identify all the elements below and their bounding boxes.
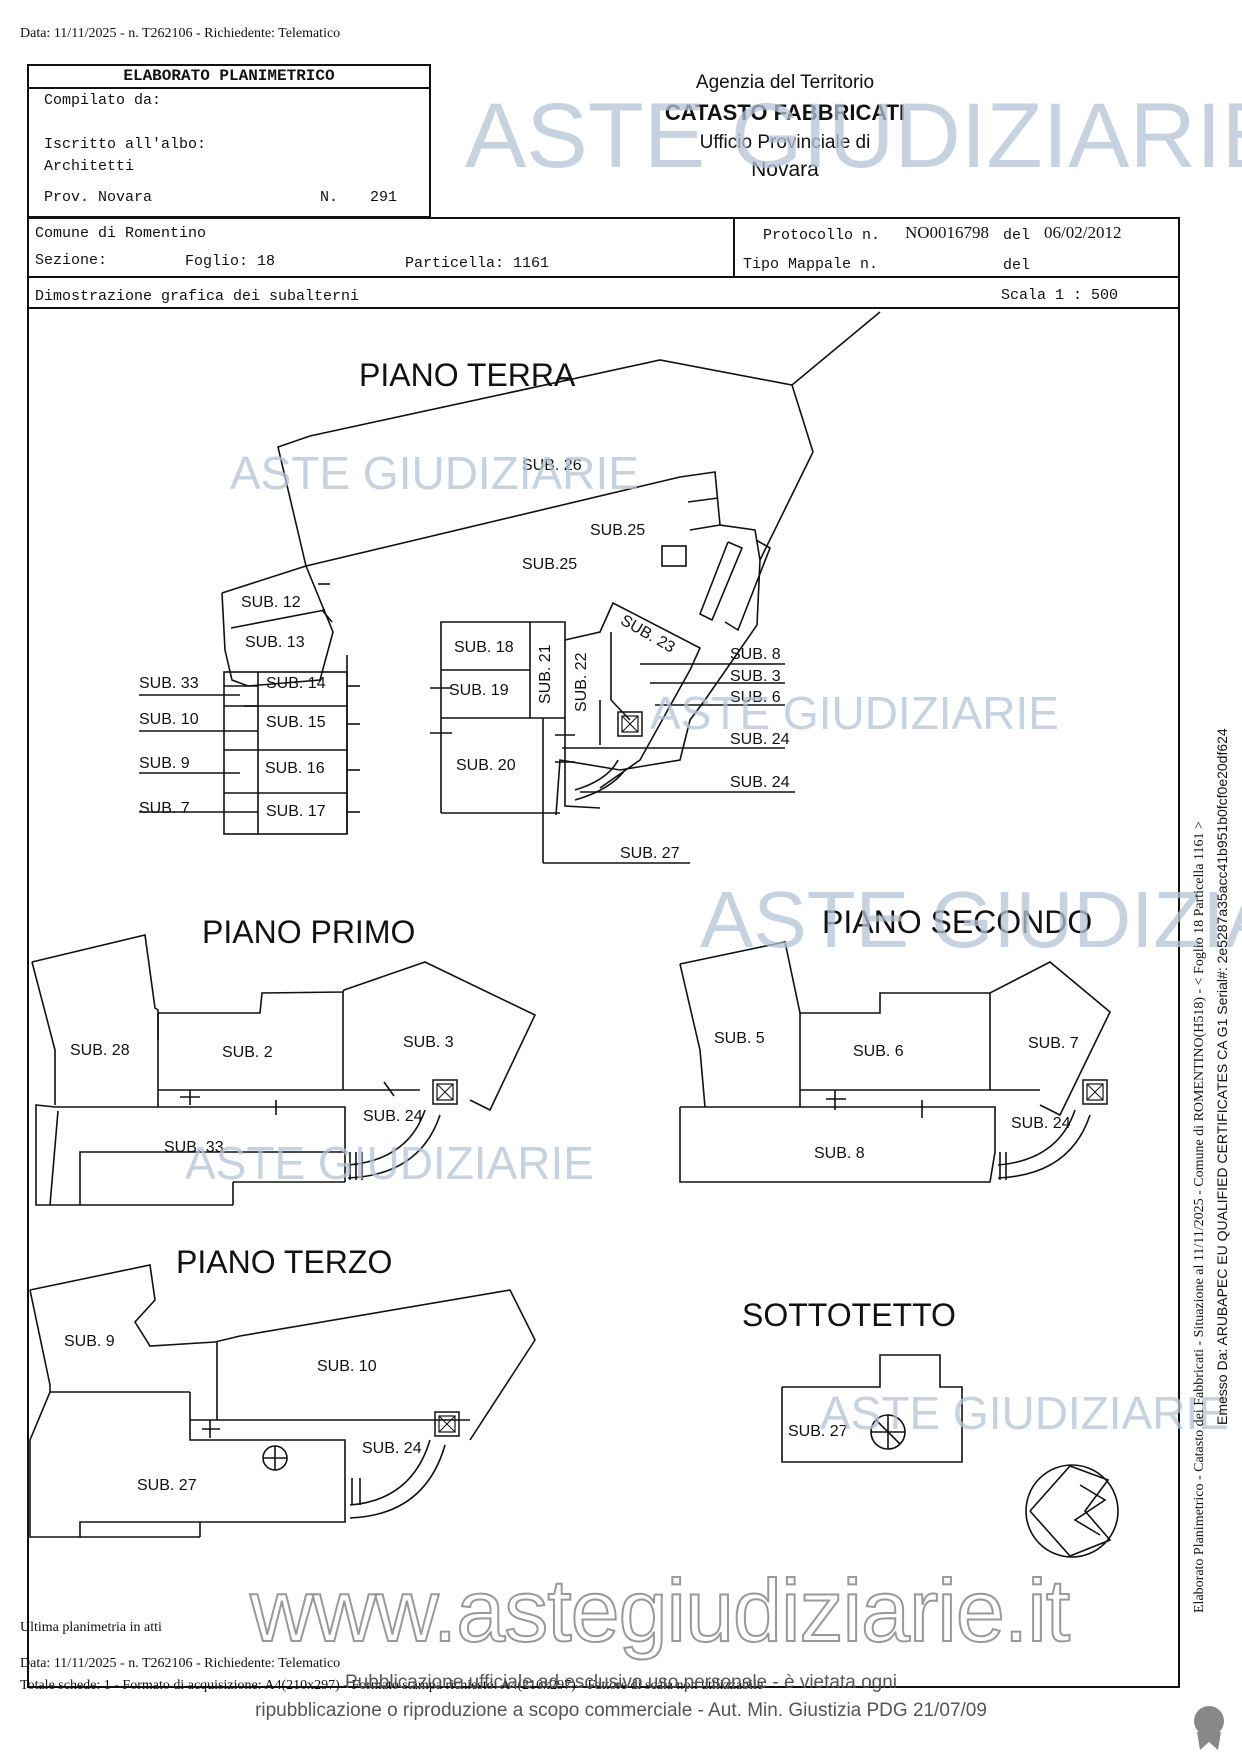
sub-label: SUB. 3 [730,668,781,685]
iscritto-label: Iscritto all'albo: [44,136,207,153]
sub-label: SUB. 9 [64,1333,115,1350]
n-label: N. [320,189,339,206]
sottotetto-title: SOTTOTETTO [742,1297,956,1333]
divider [27,87,431,89]
protocollo-label: Protocollo n. [763,227,881,244]
sub-label: SUB. 6 [730,689,781,706]
divider [27,276,1180,278]
foglio-value: Foglio: 18 [185,253,276,270]
agency-line1: Agenzia del Territorio [695,72,875,93]
agency-line4: Novara [751,158,819,181]
sub-label: SUB. 10 [139,711,199,728]
sub-label: SUB. 24 [363,1108,423,1125]
footer-totale: Totale schede: 1 - Formato di acquisizio… [20,1678,764,1693]
piano-primo-title: PIANO PRIMO [202,914,416,950]
n-value: 291 [370,189,398,206]
sub-label: SUB. 33 [164,1139,224,1156]
watermark-logo: ASTE GIUDIZIARIE [650,687,1059,739]
piano-secondo-title: PIANO SECONDO [822,904,1093,940]
sub-label: SUB. 27 [620,845,680,862]
sub-label: SUB. 22 [573,652,590,712]
watermark-logo: ASTE GIUDIZIARIE [700,875,1242,964]
sub-label: SUB.25 [522,556,578,573]
side-text-1: Elaborato Planimetrico - Catasto dei Fab… [1192,821,1207,1613]
elaborato-title: ELABORATO PLANIMETRICO [123,67,335,85]
sub-label: SUB. 15 [266,714,326,731]
protocollo-value: NO0016798 [905,223,990,242]
piano-terzo-title: PIANO TERZO [176,1244,393,1280]
agency-line3: Ufficio Provinciale di [699,132,871,153]
sub-label: SUB. 3 [403,1034,454,1051]
sub-label: SUB. 9 [139,755,190,772]
sub-label: SUB. 19 [449,682,509,699]
watermark-logo: ASTE GIUDIZIARIE [465,85,1242,187]
footer-pub-2: ripubblicazione o riproduzione a scopo c… [255,1700,987,1721]
sub-label: SUB. 26 [522,457,582,474]
side-text-2: Emesso Da: ARUBAPEC EU QUALIFIED CERTIFI… [1214,728,1230,1425]
sub-label: SUB. 7 [1028,1035,1079,1052]
sub-label: SUB. 24 [730,774,790,791]
dimostrazione-label: Dimostrazione grafica dei subalterni [35,288,360,305]
sub-label: SUB. 33 [139,675,199,692]
piano-terra-plan [139,311,881,864]
sub-label: SUB. 7 [139,800,190,817]
albo-value: Architetti [44,158,135,175]
north-arrow [1025,1464,1119,1558]
ultima-planimetria: Ultima planimetria in atti [20,1620,162,1635]
sub-label: SUB. 16 [265,760,325,777]
drawing-frame [27,308,1180,1688]
sezione-label: Sezione: [35,252,108,269]
watermark-logo: ASTE GIUDIZIARIE [185,1137,594,1189]
sub-label: SUB. 13 [245,634,305,651]
sub-label: SUB. 27 [137,1477,197,1494]
sub-label: SUB. 27 [788,1423,848,1440]
del-label-2: del [1003,257,1031,274]
piano-primo-plan [31,934,537,1206]
sub-label: SUB. 24 [730,731,790,748]
sub-label: SUB. 28 [70,1042,130,1059]
sub-label: SUB.25 [590,522,646,539]
piano-secondo-plan [679,941,1111,1183]
protocollo-date: 06/02/2012 [1044,223,1122,242]
comune-value: Comune di Romentino [35,225,207,242]
sub-label: SUB. 10 [317,1358,377,1375]
sub-label: SUB. 14 [266,675,326,692]
watermark-logo: ASTE GIUDIZIARIE [230,447,639,499]
piano-terra-title: PIANO TERRA [359,357,576,393]
sub-label: SUB. 20 [456,757,516,774]
sub-label: SUB. 5 [714,1030,765,1047]
sub-label: SUB. 18 [454,639,514,656]
prov-value: Prov. Novara [44,189,153,206]
scala-value: Scala 1 : 500 [1001,287,1119,304]
sub-label: SUB. 17 [266,803,326,820]
sub-label: SUB. 8 [814,1145,865,1162]
watermark-url: www.astegiudiziarie.it [249,1560,1071,1661]
info-table [27,217,1180,309]
sub-label: SUB. 24 [1011,1115,1071,1132]
sottotetto-plan [781,1354,963,1463]
compilato-label: Compilato da: [44,92,162,109]
sub-label: SUB. 12 [241,594,301,611]
top-header: Data: 11/11/2025 - n. T262106 - Richiede… [20,26,341,41]
watermark-logo: ASTE GIUDIZIARIE [820,1387,1229,1439]
sub-label: SUB. 6 [853,1043,904,1060]
sub-label: SUB. 8 [730,646,781,663]
seal-icon [1194,1706,1224,1750]
sub-label: SUB. 21 [537,644,554,704]
piano-terzo-plan [29,1264,536,1538]
agency-line2: CATASTO FABBRICATI [664,100,906,125]
divider [733,217,735,276]
footer-pub-1: Pubblicazione ufficiale ad esclusivo uso… [344,1672,898,1693]
del-label: del [1003,227,1031,244]
sub-label: SUB. 2 [222,1044,273,1061]
footer-data: Data: 11/11/2025 - n. T262106 - Richiede… [20,1656,341,1671]
sub-label: SUB. 24 [362,1440,422,1457]
tipo-mappale-label: Tipo Mappale n. [743,256,879,273]
particella-value: Particella: 1161 [405,255,550,272]
